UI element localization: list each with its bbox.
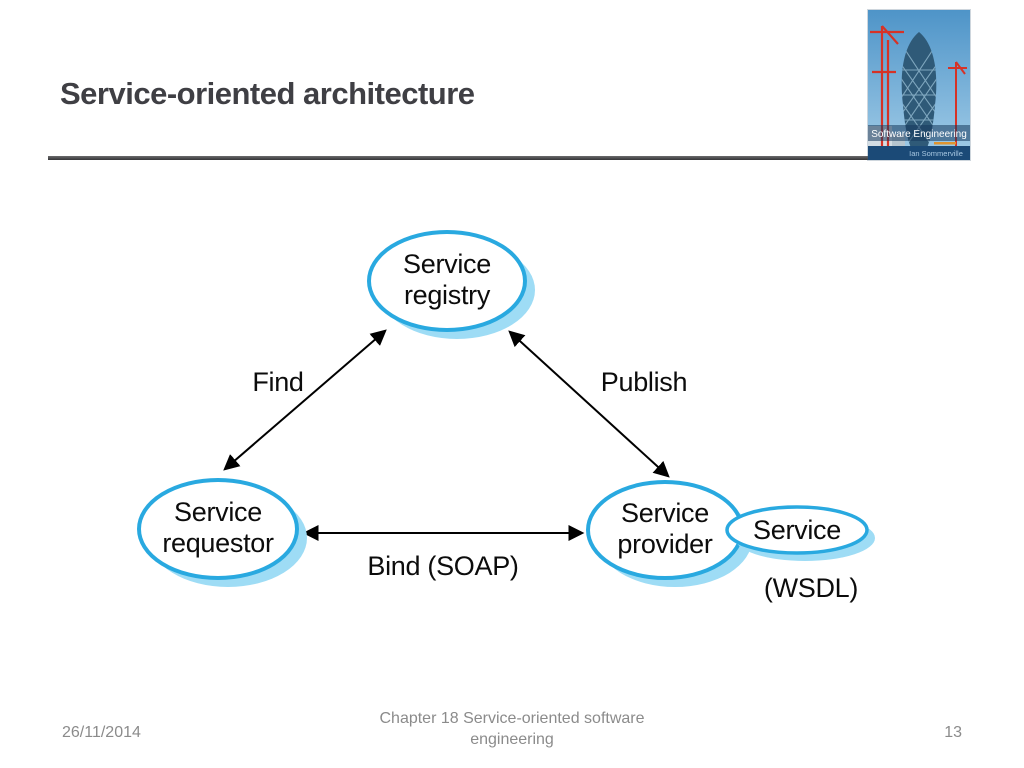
node-service-registry: Service registry (367, 230, 535, 339)
footer-title: Chapter 18 Service-oriented software eng… (379, 710, 645, 748)
edge-bind-label: Bind (SOAP) (367, 551, 518, 581)
footer-page-number: 13 (944, 724, 962, 741)
edge-find-label: Find (252, 367, 303, 397)
page-title: Service-oriented architecture (60, 76, 475, 111)
node-ellipse (367, 230, 527, 332)
node-label-line1: Service (174, 497, 262, 527)
node-service-requestor: Service requestor (137, 478, 307, 587)
node-label-line2: registry (404, 280, 491, 310)
node-caption: (WSDL) (764, 573, 858, 603)
node-service-provider: Service provider (586, 480, 752, 587)
book-title: Software Engineering (871, 129, 967, 140)
gherkin-lattice (901, 41, 937, 150)
node-service-wsdl: Service (WSDL) (725, 505, 875, 603)
node-label-line1: Service (403, 249, 491, 279)
node-label-line2: provider (617, 529, 712, 559)
cover-edition-mark (934, 142, 956, 145)
node-ellipse (725, 505, 869, 555)
node-label: Service (753, 515, 841, 545)
title-divider (48, 156, 868, 160)
book-cover: Software Engineering Ian Sommerville (868, 10, 970, 160)
diagram-edges (223, 329, 670, 541)
edge-publish-label: Publish (601, 367, 687, 397)
edge-find-arrow (223, 329, 387, 471)
cover-title-band (868, 125, 970, 141)
book-cover-art-icon: Software Engineering Ian Sommerville (868, 10, 970, 160)
node-label-line2: requestor (162, 528, 274, 558)
book-author: Ian Sommerville (909, 149, 963, 158)
node-ellipse (137, 478, 299, 580)
cover-author-band (868, 146, 970, 160)
edge-publish-arrow (508, 330, 670, 478)
node-label-line1: Service (621, 498, 709, 528)
crane-left-icon (870, 25, 904, 150)
footer-date: 26/11/2014 (62, 724, 141, 741)
